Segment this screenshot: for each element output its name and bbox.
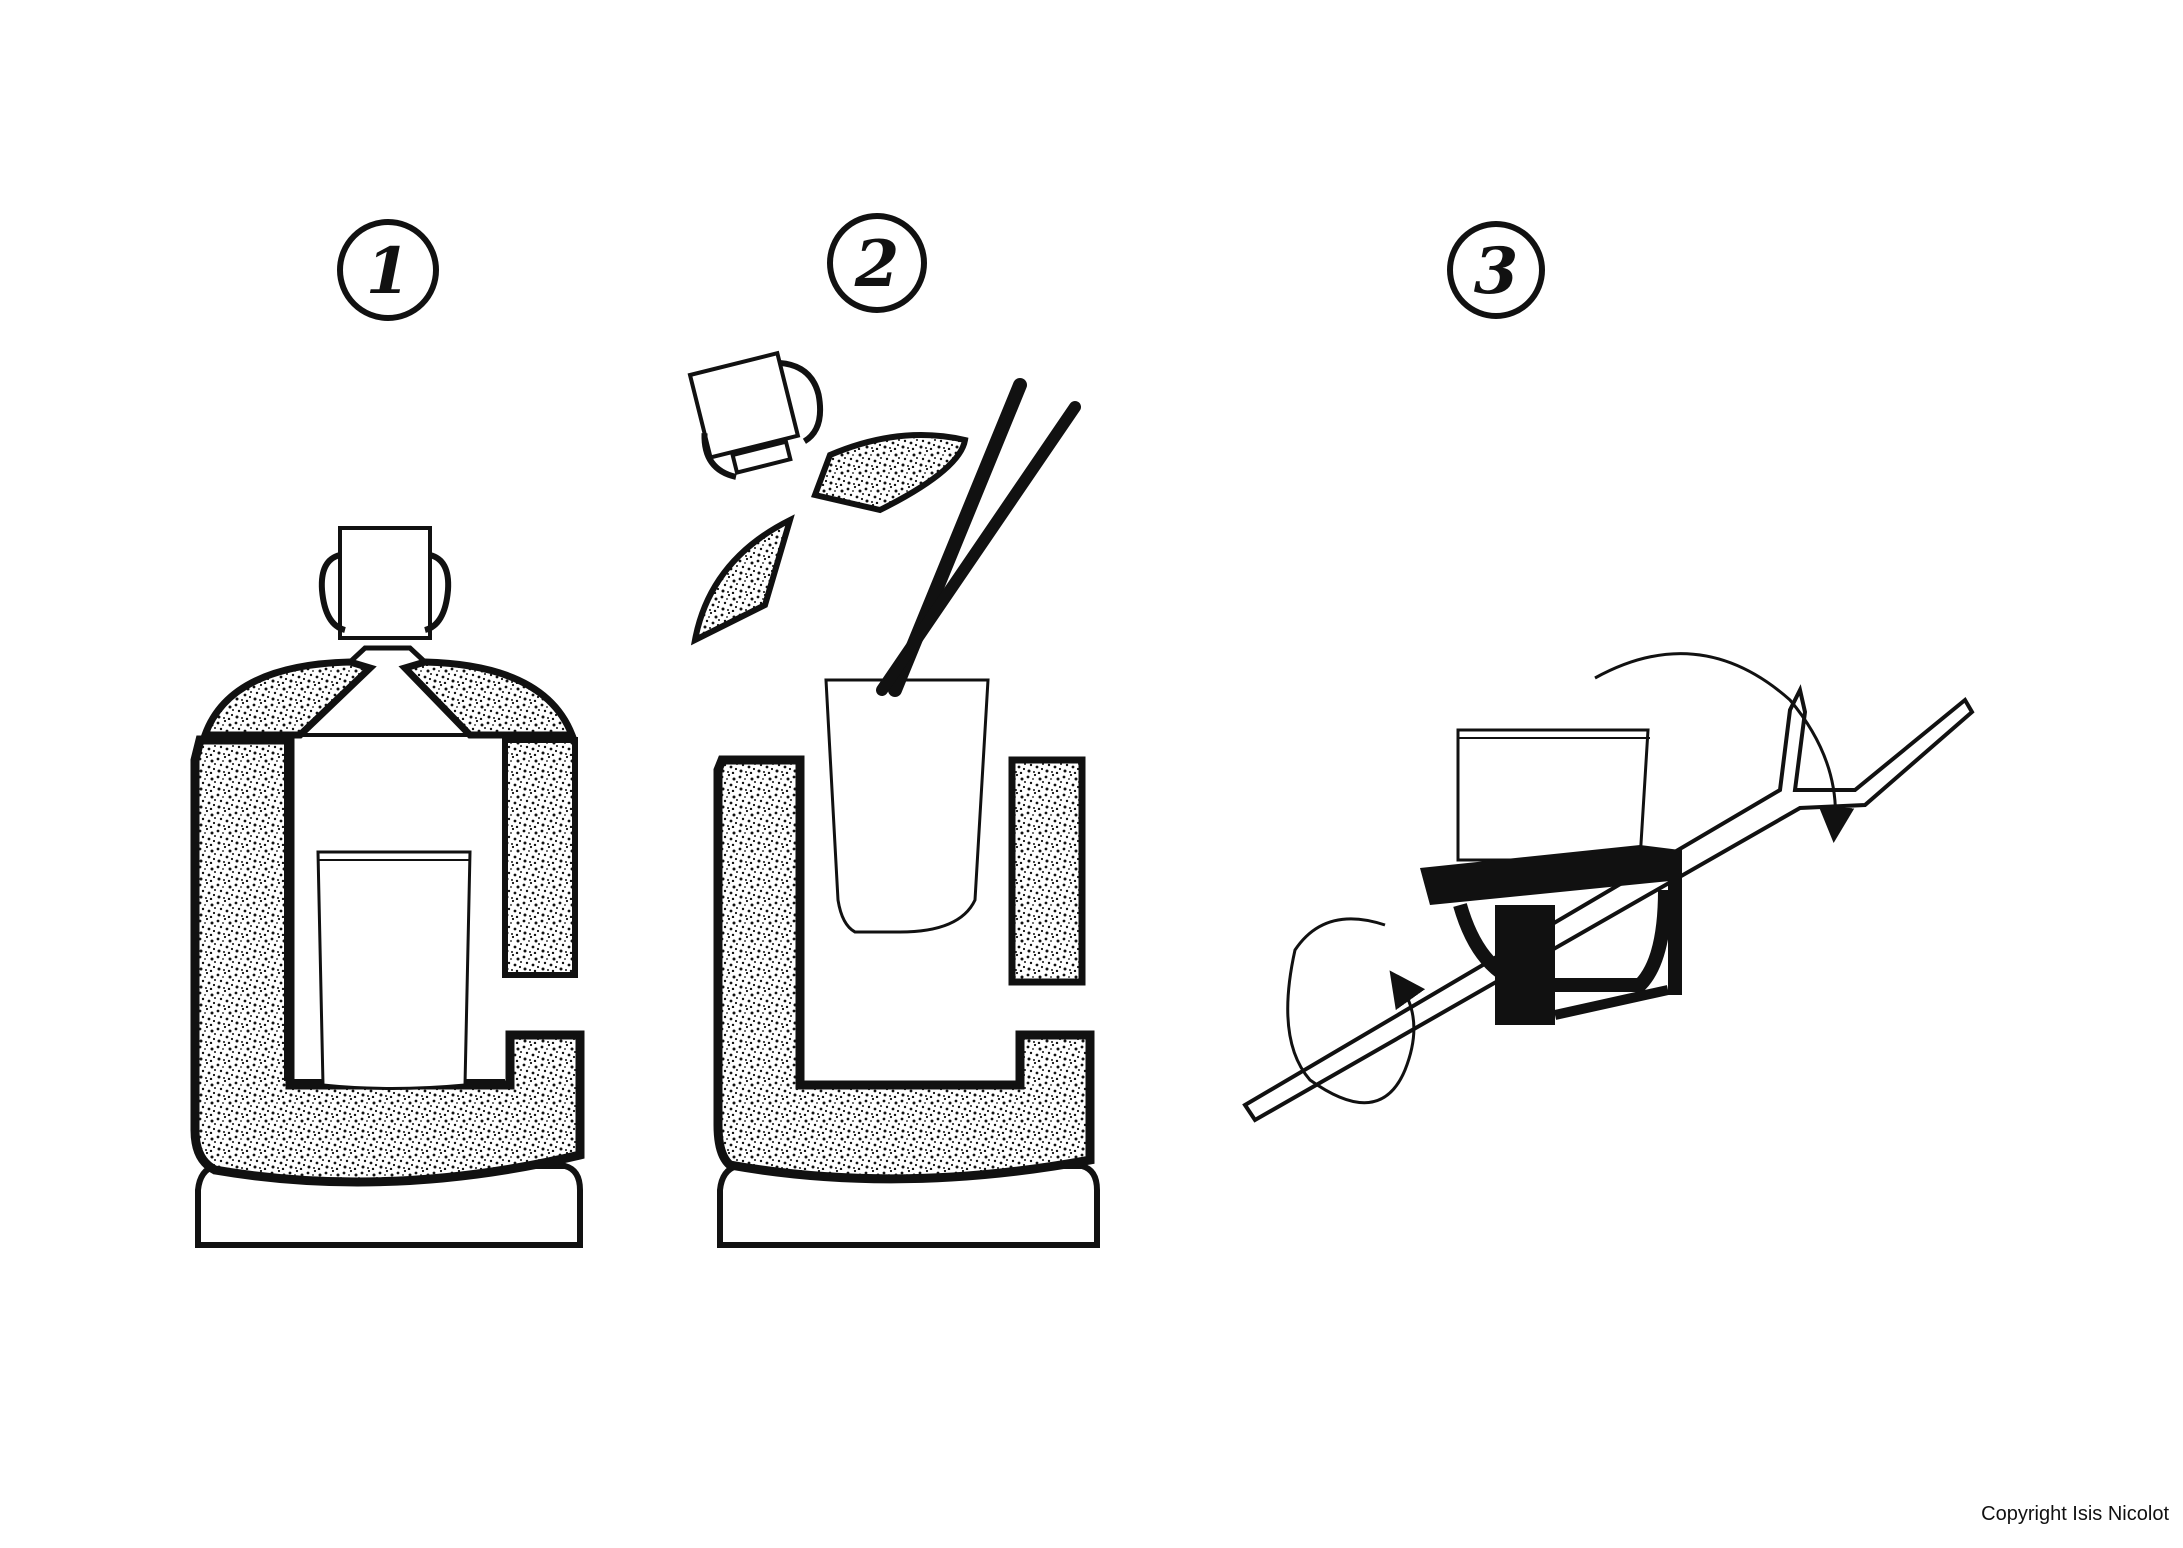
crucible-holder — [1420, 845, 1680, 905]
rotation-arrow-left — [1286, 917, 1426, 1105]
kiln-lid — [200, 658, 377, 739]
step-1-number: 1 — [366, 234, 411, 309]
rotation-arrow-right — [1594, 652, 1855, 843]
kiln-base — [195, 1163, 583, 1248]
crucible — [824, 678, 990, 934]
step-3-pouring — [1242, 652, 1975, 1123]
crucible — [316, 850, 472, 1090]
copyright-notice: Copyright Isis Nicolot — [1981, 1503, 2169, 1525]
pouring-shank — [1242, 684, 1975, 1123]
lid-piece-right — [810, 432, 969, 514]
step-2-badge: 2 — [827, 213, 927, 313]
kiln-wall-left — [190, 735, 585, 1187]
kiln-wall-left — [713, 755, 1095, 1184]
bung-removed — [687, 350, 824, 480]
step-2-open-kiln — [687, 350, 1100, 1248]
kiln-wall-right — [1008, 756, 1086, 986]
kiln-bung — [338, 526, 432, 640]
step-2-number: 2 — [854, 227, 900, 302]
lid-piece-left — [690, 514, 795, 646]
step-3-badge: 3 — [1447, 221, 1545, 319]
step-3-number: 3 — [1474, 234, 1519, 309]
crucible — [1456, 728, 1650, 862]
kiln-wall-right — [502, 737, 578, 978]
step-1-badge: 1 — [337, 219, 439, 321]
step-1-closed-kiln — [190, 526, 585, 1248]
